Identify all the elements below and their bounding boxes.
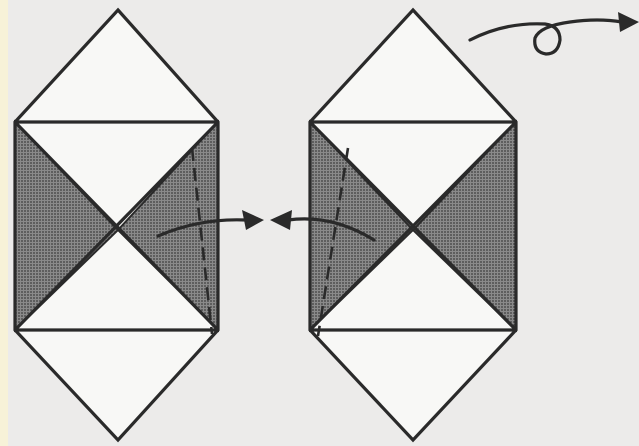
turn-over-arrowhead-icon xyxy=(618,12,639,32)
arrowhead-right-icon xyxy=(242,210,264,230)
turn-over-arrow xyxy=(470,12,639,54)
arrowhead-left-icon xyxy=(270,210,292,230)
